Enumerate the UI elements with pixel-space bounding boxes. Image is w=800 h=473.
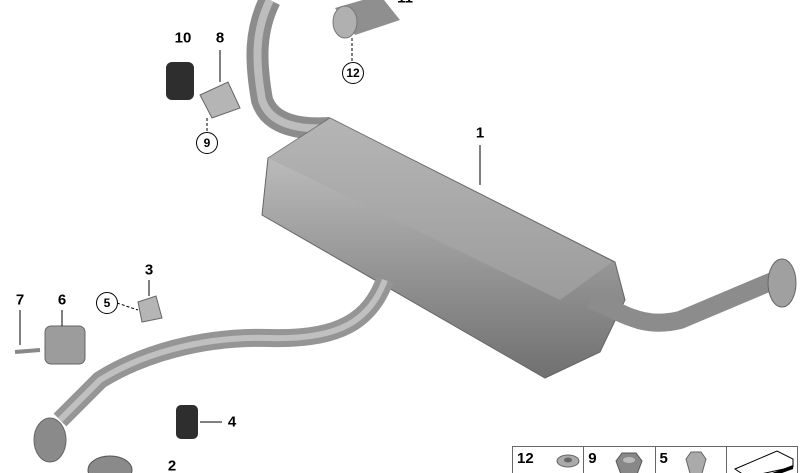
right-tailpipe bbox=[586, 271, 779, 332]
upper-pipe-highlight bbox=[253, 0, 331, 133]
hex-bolt-icon bbox=[684, 451, 707, 473]
callout-7: 7 bbox=[15, 291, 25, 309]
callout-8: 8 bbox=[215, 29, 225, 47]
bolt-7 bbox=[14, 348, 41, 354]
legend-number: 5 bbox=[659, 450, 668, 467]
callout-10: 10 bbox=[174, 29, 192, 47]
hex-nut-icon bbox=[615, 452, 643, 473]
bracket-8 bbox=[199, 81, 241, 119]
callout-11: 11 bbox=[397, 0, 413, 7]
callout-6: 6 bbox=[57, 291, 67, 309]
callout-3: 3 bbox=[144, 261, 154, 279]
callout-2: 2 bbox=[167, 457, 177, 473]
hardware-legend: 12 9 5 bbox=[512, 446, 798, 473]
clamp-2 bbox=[87, 455, 133, 473]
callout-1: 1 bbox=[475, 124, 485, 142]
shim-plate-icon bbox=[733, 450, 794, 473]
callout-5: 5 bbox=[96, 292, 118, 314]
sleeve-6 bbox=[44, 325, 86, 365]
tailpipe-tip-12 bbox=[332, 0, 400, 39]
legend-cell-9: 9 bbox=[584, 447, 656, 473]
legend-cell-12: 12 bbox=[513, 447, 585, 473]
front-pipe-tip bbox=[33, 417, 67, 463]
callout-9: 9 bbox=[196, 132, 218, 154]
legend-number: 9 bbox=[588, 450, 597, 467]
callout-4: 4 bbox=[227, 413, 237, 431]
legend-cell-shim bbox=[727, 447, 797, 473]
rubber-mount-4 bbox=[176, 405, 198, 439]
callout-12: 12 bbox=[342, 62, 364, 84]
rear-muffler-1 bbox=[261, 117, 626, 379]
legend-number: 12 bbox=[517, 450, 534, 467]
bracket-3 bbox=[137, 295, 163, 323]
legend-cell-5: 5 bbox=[656, 447, 727, 473]
rubber-mount-10 bbox=[166, 62, 194, 100]
torx-bolt-icon bbox=[556, 454, 580, 468]
